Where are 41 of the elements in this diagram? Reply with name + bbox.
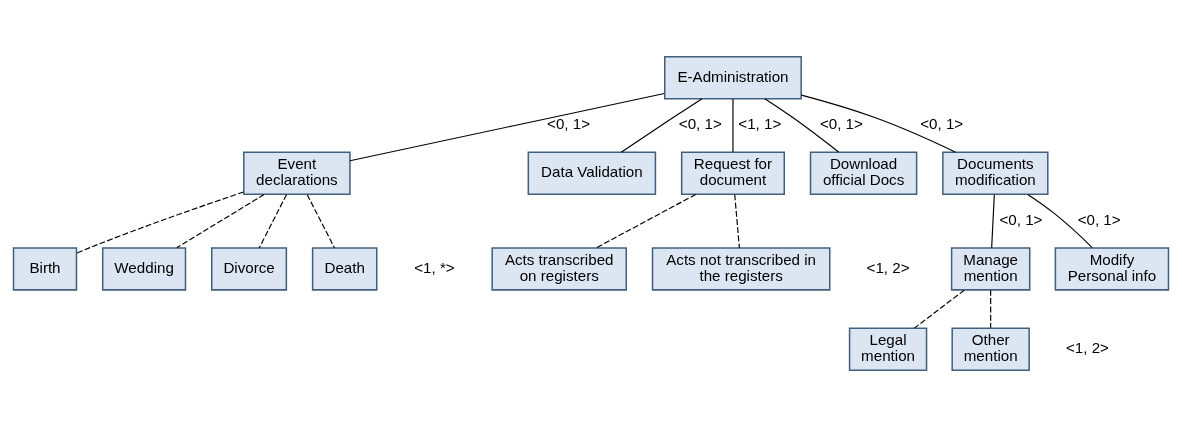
node-box: Download official Docs — [809, 151, 918, 195]
connector — [76, 191, 245, 254]
node-box: Acts transcribed on registers — [491, 247, 628, 291]
connector — [306, 194, 336, 249]
node-box: Data Validation — [527, 151, 657, 195]
node-box: Wedding — [101, 247, 187, 291]
node-box: Legal mention — [848, 327, 928, 372]
connector — [595, 193, 697, 249]
connector — [258, 194, 288, 249]
label: <1, 2> — [866, 258, 910, 276]
connector — [991, 194, 995, 249]
node-box: Documents modification — [942, 151, 1049, 195]
edge-label: <0, 1> — [819, 115, 863, 133]
edge-label: <0, 1> — [1077, 211, 1121, 229]
connector — [349, 92, 665, 162]
edge-label: <0, 1> — [547, 115, 591, 133]
connector — [732, 98, 734, 153]
connector — [764, 98, 840, 153]
label: <1, *> — [414, 258, 455, 276]
node-box: E-Administration — [664, 55, 802, 100]
connector — [734, 194, 740, 249]
node-box: Event declarations — [243, 151, 351, 195]
node-box: Divorce — [211, 247, 288, 291]
node-box: Acts not transcribed in the registers — [651, 247, 831, 291]
node-box: Modify Personal info — [1054, 247, 1170, 291]
connector — [800, 94, 957, 153]
node-box: Birth — [12, 247, 78, 291]
node-box: Manage mention — [950, 247, 1031, 291]
edge-label: <1, 1> — [738, 115, 782, 133]
node-box: Death — [311, 247, 378, 291]
edge-label: <0, 1> — [999, 211, 1043, 229]
node-box: Other mention — [951, 327, 1030, 372]
connector — [990, 289, 992, 329]
connector — [1027, 193, 1093, 249]
connector — [913, 289, 965, 329]
node-box: Request for document — [680, 151, 786, 195]
connector — [176, 193, 265, 249]
label: <1, 2> — [1065, 339, 1109, 357]
edge-label: <0, 1> — [920, 115, 964, 133]
connector — [620, 98, 703, 153]
edge-label: <0, 1> — [678, 115, 722, 133]
